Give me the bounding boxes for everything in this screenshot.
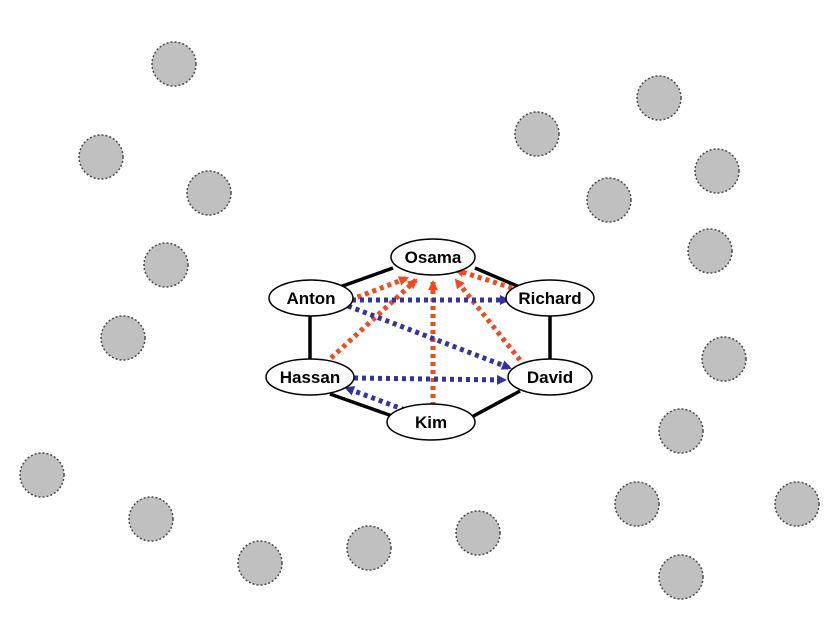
node-label: David — [527, 368, 573, 387]
background-node — [687, 228, 733, 274]
background-node — [100, 315, 146, 361]
ring-edge — [474, 266, 523, 290]
background-node — [701, 336, 747, 382]
peer-arrows — [344, 295, 512, 413]
background-node — [774, 481, 820, 527]
arrow-hassan-david — [353, 374, 507, 385]
background-node — [636, 75, 682, 121]
node-anton: Anton — [268, 279, 354, 317]
arrow-richard-osama — [454, 267, 513, 291]
node-label: Hassan — [280, 368, 340, 387]
arrow-hassan-osama — [329, 278, 418, 360]
background-node — [658, 554, 704, 600]
background-node — [151, 41, 197, 87]
node-hassan: Hassan — [265, 358, 355, 396]
background-node — [514, 111, 560, 157]
node-kim: Kim — [386, 403, 476, 441]
node-richard: Richard — [505, 279, 595, 317]
background-node — [346, 525, 392, 571]
background-node — [128, 496, 174, 542]
background-node — [143, 242, 189, 288]
influence-arrows — [329, 267, 522, 406]
ring-edge — [467, 389, 521, 421]
arrow-anton-osama — [349, 275, 409, 303]
background-node — [455, 510, 501, 556]
background-node — [694, 148, 740, 194]
background-node — [586, 177, 632, 223]
background-node — [19, 452, 65, 498]
background-node — [78, 134, 124, 180]
ring-edge — [336, 266, 394, 290]
background-nodes — [19, 41, 820, 600]
background-node — [237, 540, 283, 586]
node-osama: Osama — [390, 238, 476, 276]
ring-edges — [308, 266, 552, 421]
node-label: Anton — [286, 289, 335, 308]
arrow-david-osama — [454, 278, 522, 362]
node-label: Richard — [518, 289, 581, 308]
ring-edge — [329, 392, 396, 419]
node-david: David — [507, 358, 593, 396]
arrow-kim-hassan — [344, 385, 406, 413]
background-node — [614, 481, 660, 527]
background-node — [186, 170, 232, 216]
node-label: Kim — [415, 413, 447, 432]
node-label: Osama — [405, 248, 462, 267]
background-node — [658, 408, 704, 454]
arrow-anton-david — [347, 303, 512, 371]
